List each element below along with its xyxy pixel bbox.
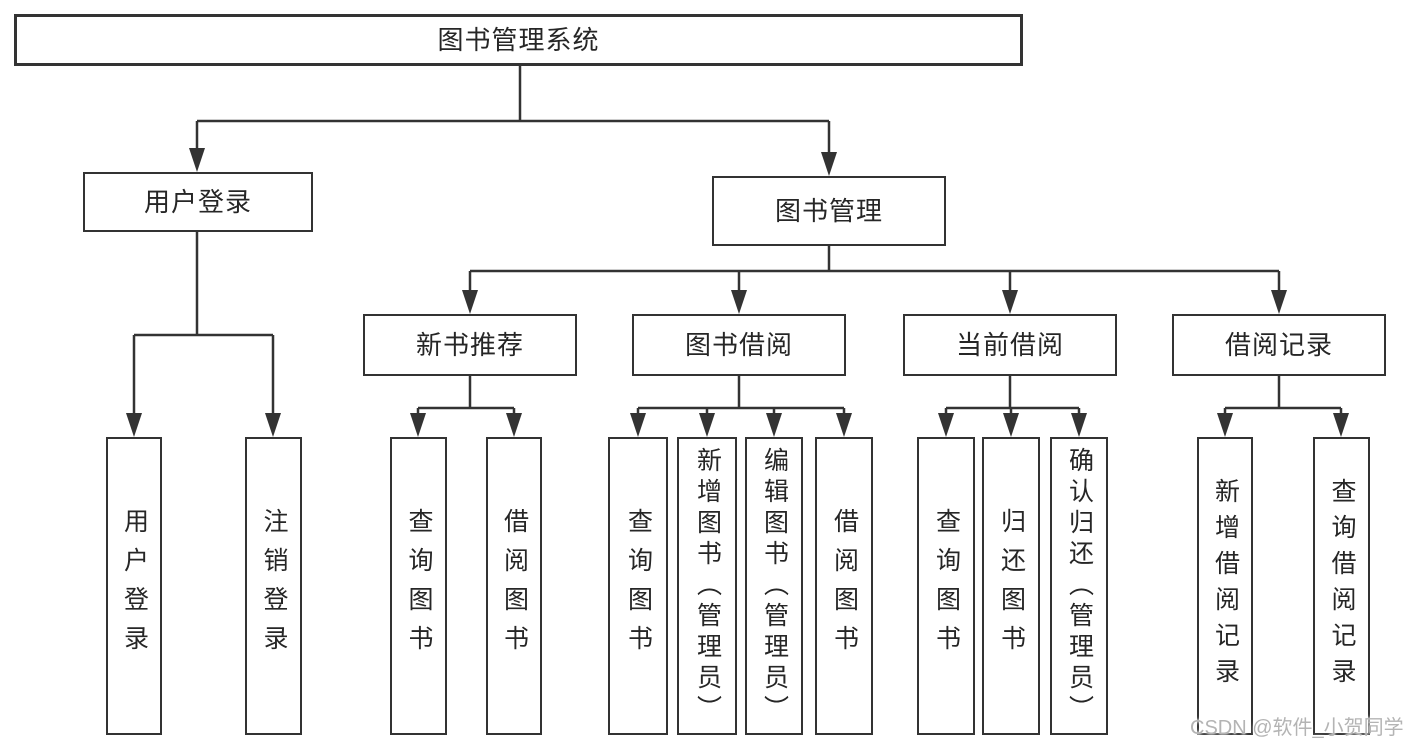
leaf-confirm-return-admin-label: 确认归还（管理员） [1065, 446, 1094, 726]
node-user-login: 用户登录 [83, 172, 313, 232]
leaf-query-books-current: 查询图书 [917, 437, 975, 735]
node-user-login-label: 用户登录 [143, 187, 252, 217]
leaf-logout-label: 注销登录 [260, 508, 288, 664]
node-new-book-recommend: 新书推荐 [363, 314, 577, 376]
leaf-query-books-recommend-label: 查询图书 [405, 508, 433, 664]
leaf-add-borrow-record: 新增借阅记录 [1197, 437, 1253, 735]
leaf-edit-books-admin: 编辑图书（管理员） [745, 437, 803, 735]
leaf-add-borrow-record-label: 新增借阅记录 [1211, 478, 1240, 694]
node-book-management: 图书管理 [712, 176, 946, 246]
node-current-borrowing-label: 当前借阅 [955, 330, 1064, 360]
leaf-confirm-return-admin: 确认归还（管理员） [1050, 437, 1108, 735]
node-book-borrowing: 图书借阅 [632, 314, 846, 376]
leaf-add-books-admin: 新增图书（管理员） [677, 437, 737, 735]
leaf-query-books-current-label: 查询图书 [932, 508, 961, 664]
node-system-root: 图书管理系统 [14, 14, 1023, 66]
leaf-query-books-recommend: 查询图书 [390, 437, 447, 735]
leaf-edit-books-admin-label: 编辑图书（管理员） [760, 446, 789, 726]
node-book-management-label: 图书管理 [774, 196, 883, 226]
node-borrowing-records: 借阅记录 [1172, 314, 1386, 376]
leaf-query-borrow-record: 查询借阅记录 [1313, 437, 1370, 735]
leaf-borrow-books-recommend: 借阅图书 [486, 437, 542, 735]
csdn-watermark: CSDN @软件_小贺同学 [1190, 717, 1404, 739]
leaf-query-books-borrowing-label: 查询图书 [624, 508, 653, 664]
node-system-root-label: 图书管理系统 [437, 25, 600, 55]
leaf-query-borrow-record-label: 查询借阅记录 [1328, 478, 1356, 694]
leaf-user-login: 用户登录 [106, 437, 162, 735]
arrowheads [126, 148, 1349, 437]
leaf-borrow-books: 借阅图书 [815, 437, 873, 735]
leaf-borrow-books-recommend-label: 借阅图书 [500, 508, 529, 664]
leaf-return-books: 归还图书 [982, 437, 1040, 735]
leaf-logout: 注销登录 [245, 437, 302, 735]
node-new-book-recommend-label: 新书推荐 [415, 330, 524, 360]
node-current-borrowing: 当前借阅 [903, 314, 1117, 376]
leaf-user-login-label: 用户登录 [120, 508, 149, 664]
leaf-borrow-books-label: 借阅图书 [830, 508, 859, 664]
node-book-borrowing-label: 图书借阅 [684, 330, 793, 360]
leaf-query-books-borrowing: 查询图书 [608, 437, 668, 735]
node-borrowing-records-label: 借阅记录 [1224, 330, 1333, 360]
leaf-add-books-admin-label: 新增图书（管理员） [693, 446, 722, 726]
leaf-return-books-label: 归还图书 [997, 508, 1026, 664]
